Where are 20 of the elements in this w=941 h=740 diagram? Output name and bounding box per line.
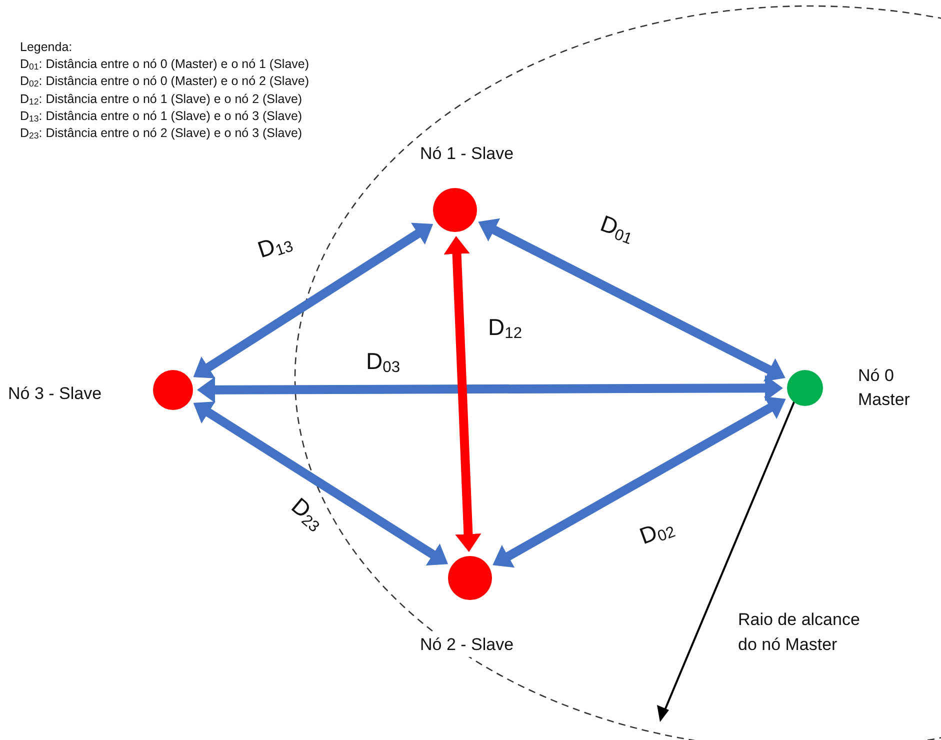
node-circle	[787, 370, 823, 406]
double-arrow	[476, 218, 788, 382]
node-label: Nó 2 - Slave	[418, 633, 516, 657]
legend-text: D$_{23}$: Distância entre o nó 2 (Slave) e o nó 3 (Slave)	[20, 126, 304, 141]
radius-label: Raio de alcance do nó Master	[738, 609, 861, 656]
edge-label: D$_{03}$	[366, 348, 400, 378]
node-circle	[433, 188, 477, 232]
legend-text: D$_{01}$: Distância entre o nó 0 (Master) e o nó 1 (Slave)	[20, 57, 310, 72]
node-circle	[448, 556, 492, 600]
node-circle	[153, 370, 193, 410]
double-arrow	[196, 375, 784, 403]
legend-text: D$_{12}$: Distância entre o nó 1 (Slave) e o nó 2 (Slave)	[20, 92, 304, 106]
double-arrow	[190, 220, 436, 381]
legend-text: Legenda:	[20, 40, 74, 54]
double-arrow	[190, 399, 450, 568]
double-arrow	[490, 394, 788, 570]
legend-text: D$_{13}$: Distância entre o nó 1 (Slave) e o nó 3 (Slave)	[20, 108, 304, 124]
edge-label: D$_{12}$	[488, 314, 522, 344]
double-arrow	[444, 236, 482, 552]
legend-text: D$_{02}$: Distância entre o nó 0 (Master) e o nó 2 (Slave)	[20, 74, 310, 89]
